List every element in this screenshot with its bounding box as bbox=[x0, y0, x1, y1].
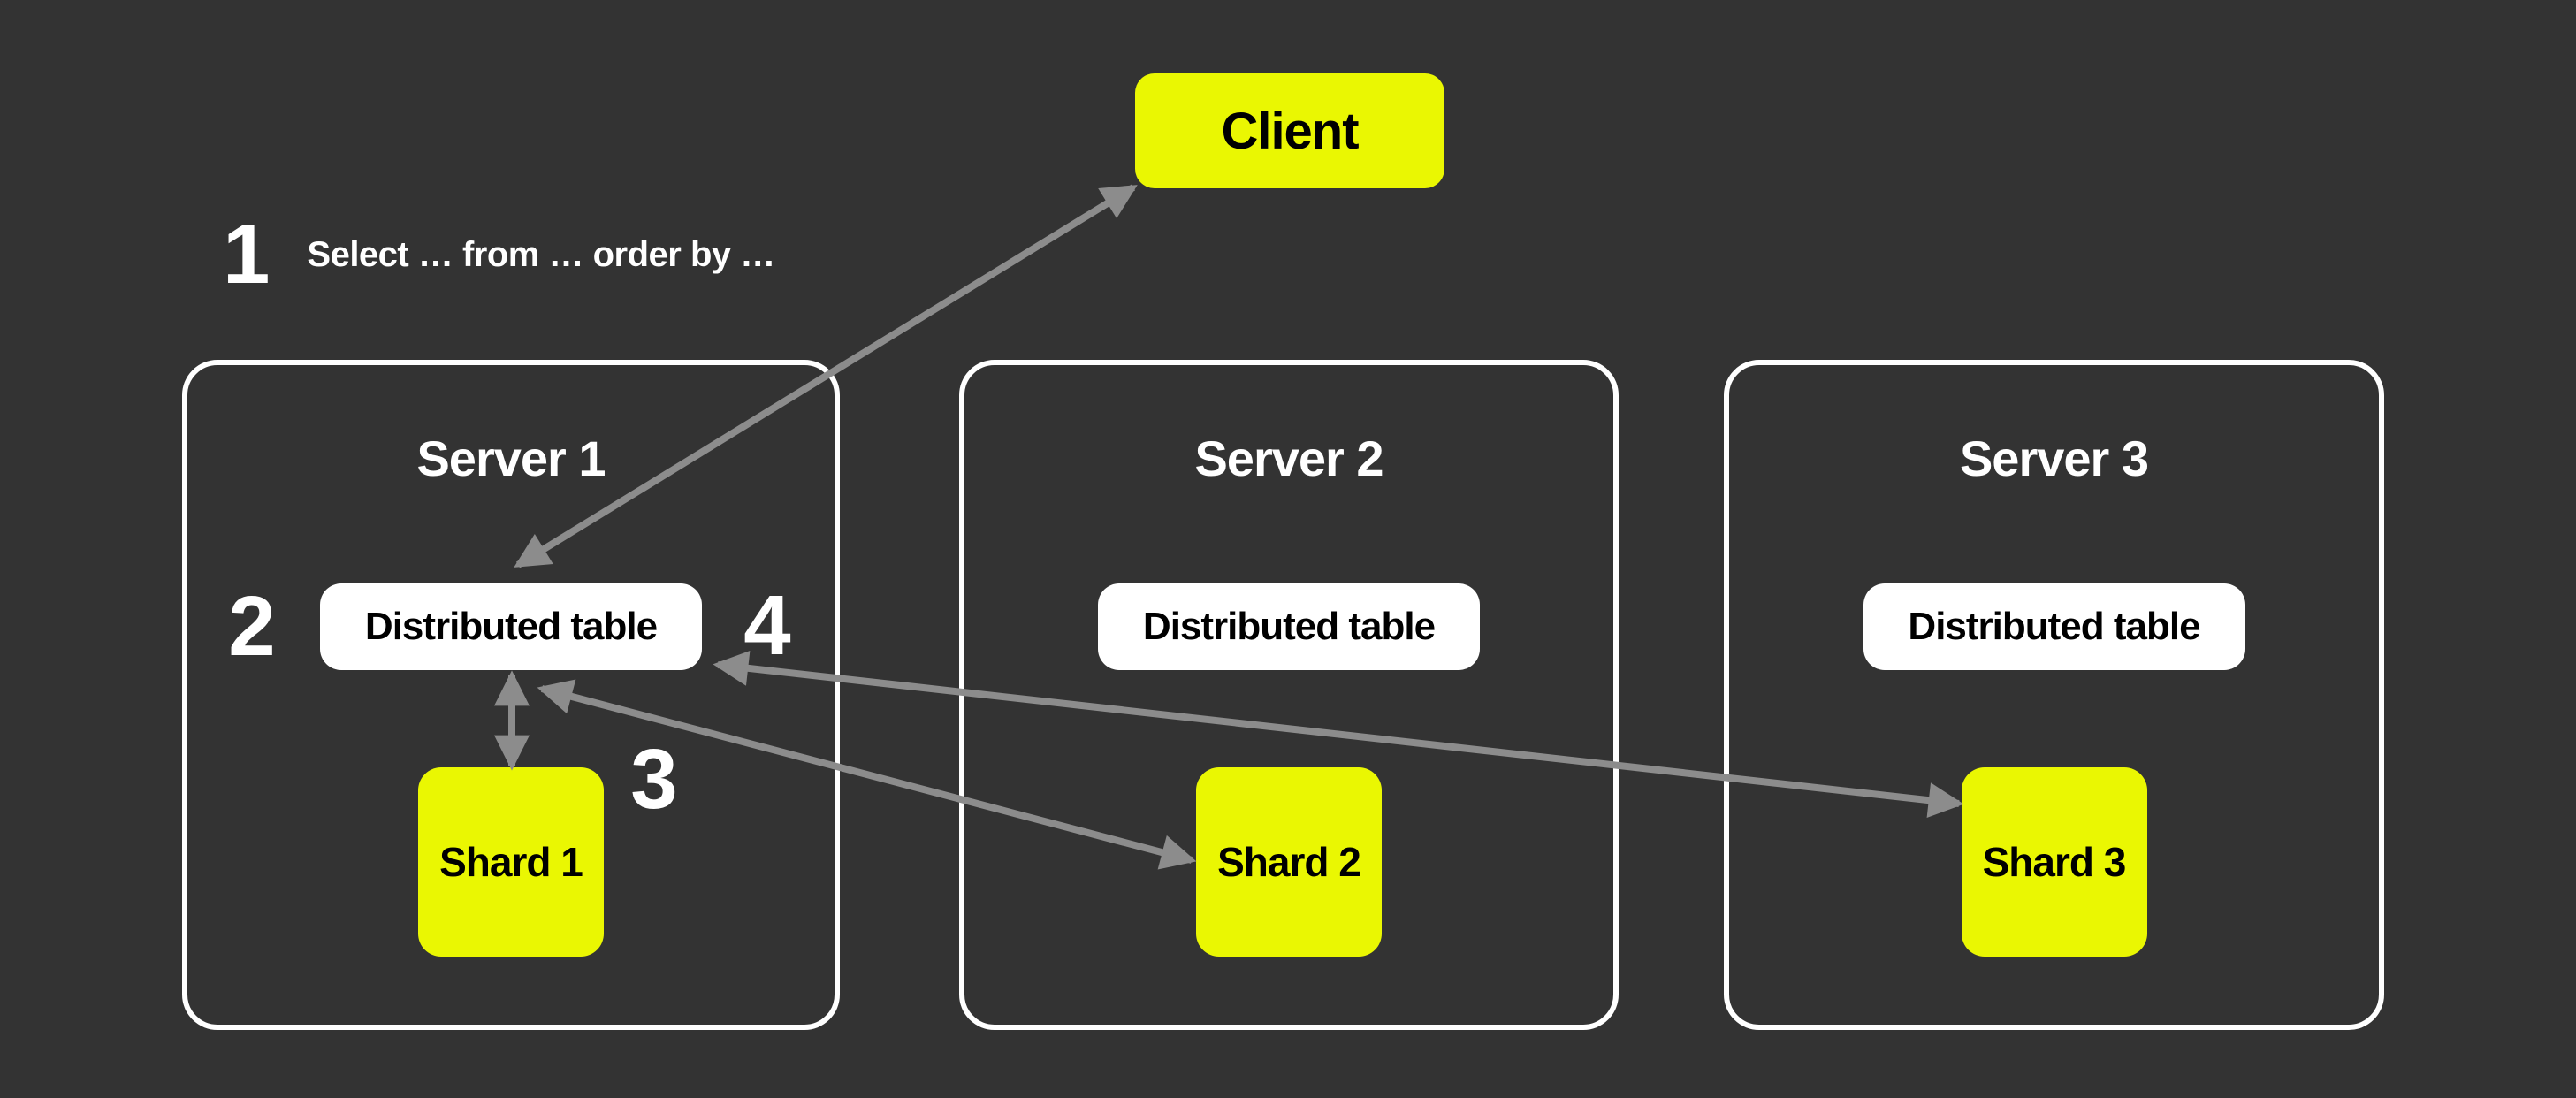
distributed-table-server-1: Distributed table bbox=[320, 583, 702, 670]
client-label: Client bbox=[1221, 102, 1359, 160]
shard-3-node: Shard 3 bbox=[1961, 767, 2147, 957]
distributed-table-3-label: Distributed table bbox=[1908, 605, 2200, 648]
step1-annotation: 1 Select … from … order by … bbox=[223, 212, 775, 297]
step4-number: 4 bbox=[743, 578, 791, 673]
step2-number: 2 bbox=[228, 579, 276, 674]
shard-2-node: Shard 2 bbox=[1196, 767, 1382, 957]
step1-query-text: Select … from … order by … bbox=[307, 235, 775, 274]
server-2-title: Server 2 bbox=[1194, 431, 1383, 486]
server-3-title: Server 3 bbox=[1959, 431, 2149, 486]
shard-2-label: Shard 2 bbox=[1217, 839, 1361, 885]
server-2-box: Server 2 Distributed table Shard 2 bbox=[959, 360, 1619, 1030]
shard-1-label: Shard 1 bbox=[439, 839, 583, 885]
distributed-table-server-3: Distributed table bbox=[1863, 583, 2245, 670]
server-1-box: Server 1 Distributed table Shard 1 bbox=[182, 360, 840, 1030]
server-1-title: Server 1 bbox=[416, 431, 606, 486]
distributed-table-2-label: Distributed table bbox=[1142, 605, 1436, 648]
server-3-box: Server 3 Distributed table Shard 3 bbox=[1724, 360, 2384, 1030]
shard-1-node: Shard 1 bbox=[418, 767, 604, 957]
distributed-table-server-2: Distributed table bbox=[1098, 583, 1480, 670]
step1-number: 1 bbox=[223, 207, 271, 301]
client-node: Client bbox=[1135, 73, 1444, 188]
shard-3-label: Shard 3 bbox=[1982, 839, 2127, 885]
distributed-table-1-label: Distributed table bbox=[364, 605, 658, 648]
step3-number: 3 bbox=[630, 732, 678, 827]
